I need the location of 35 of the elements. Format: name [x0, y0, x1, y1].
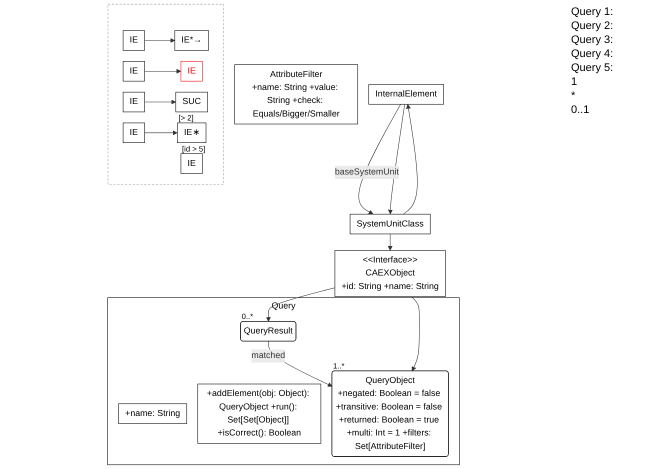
node-box: SystemUnitClass	[350, 214, 430, 234]
arrow	[266, 287, 336, 322]
node-box: +addElement(obj: Object): QueryObject +run(): Set[Set[Object]] +isCorrect(): Boolean	[198, 384, 322, 444]
arrow	[144, 100, 176, 104]
edge-label: matched	[251, 351, 286, 360]
node-box: AttributeFilter +name: String +value: String +check: Equals/Bigger/Smaller	[234, 64, 358, 124]
arrow	[358, 104, 401, 214]
note-label: Query 3:	[571, 34, 614, 46]
cluster	[108, 4, 224, 185]
node-box: IE*→	[174, 30, 209, 51]
arrow	[411, 296, 420, 372]
node-box: IE	[180, 61, 203, 82]
arrow	[388, 234, 393, 251]
note-label: Query 4:	[571, 48, 614, 60]
arrow	[144, 68, 182, 74]
note-label: 0..1	[571, 104, 590, 116]
arrow	[144, 130, 178, 136]
edge-label: baseSystemUnit	[334, 167, 399, 177]
node-box: <<Interface>> CAEXObject +id: String +name: String	[334, 250, 446, 297]
node-box: IE	[122, 61, 145, 82]
node-box: IE∗	[177, 122, 206, 143]
note-label: *	[571, 90, 576, 102]
node-box: +name: String	[118, 404, 188, 424]
node-box: IE	[180, 153, 203, 174]
node-box: IE	[122, 30, 145, 51]
arrow	[403, 104, 418, 214]
node-box: SUC	[176, 92, 208, 112]
note-label: Query 1:	[571, 6, 614, 18]
node-box: InternalElement	[368, 84, 444, 104]
note-label: 1	[571, 76, 578, 88]
node-box: IE	[122, 122, 145, 143]
node-box: IE	[122, 92, 145, 112]
arrow	[144, 38, 176, 43]
note-label: Query 2:	[571, 20, 614, 32]
note-label: Query 5:	[571, 62, 614, 74]
